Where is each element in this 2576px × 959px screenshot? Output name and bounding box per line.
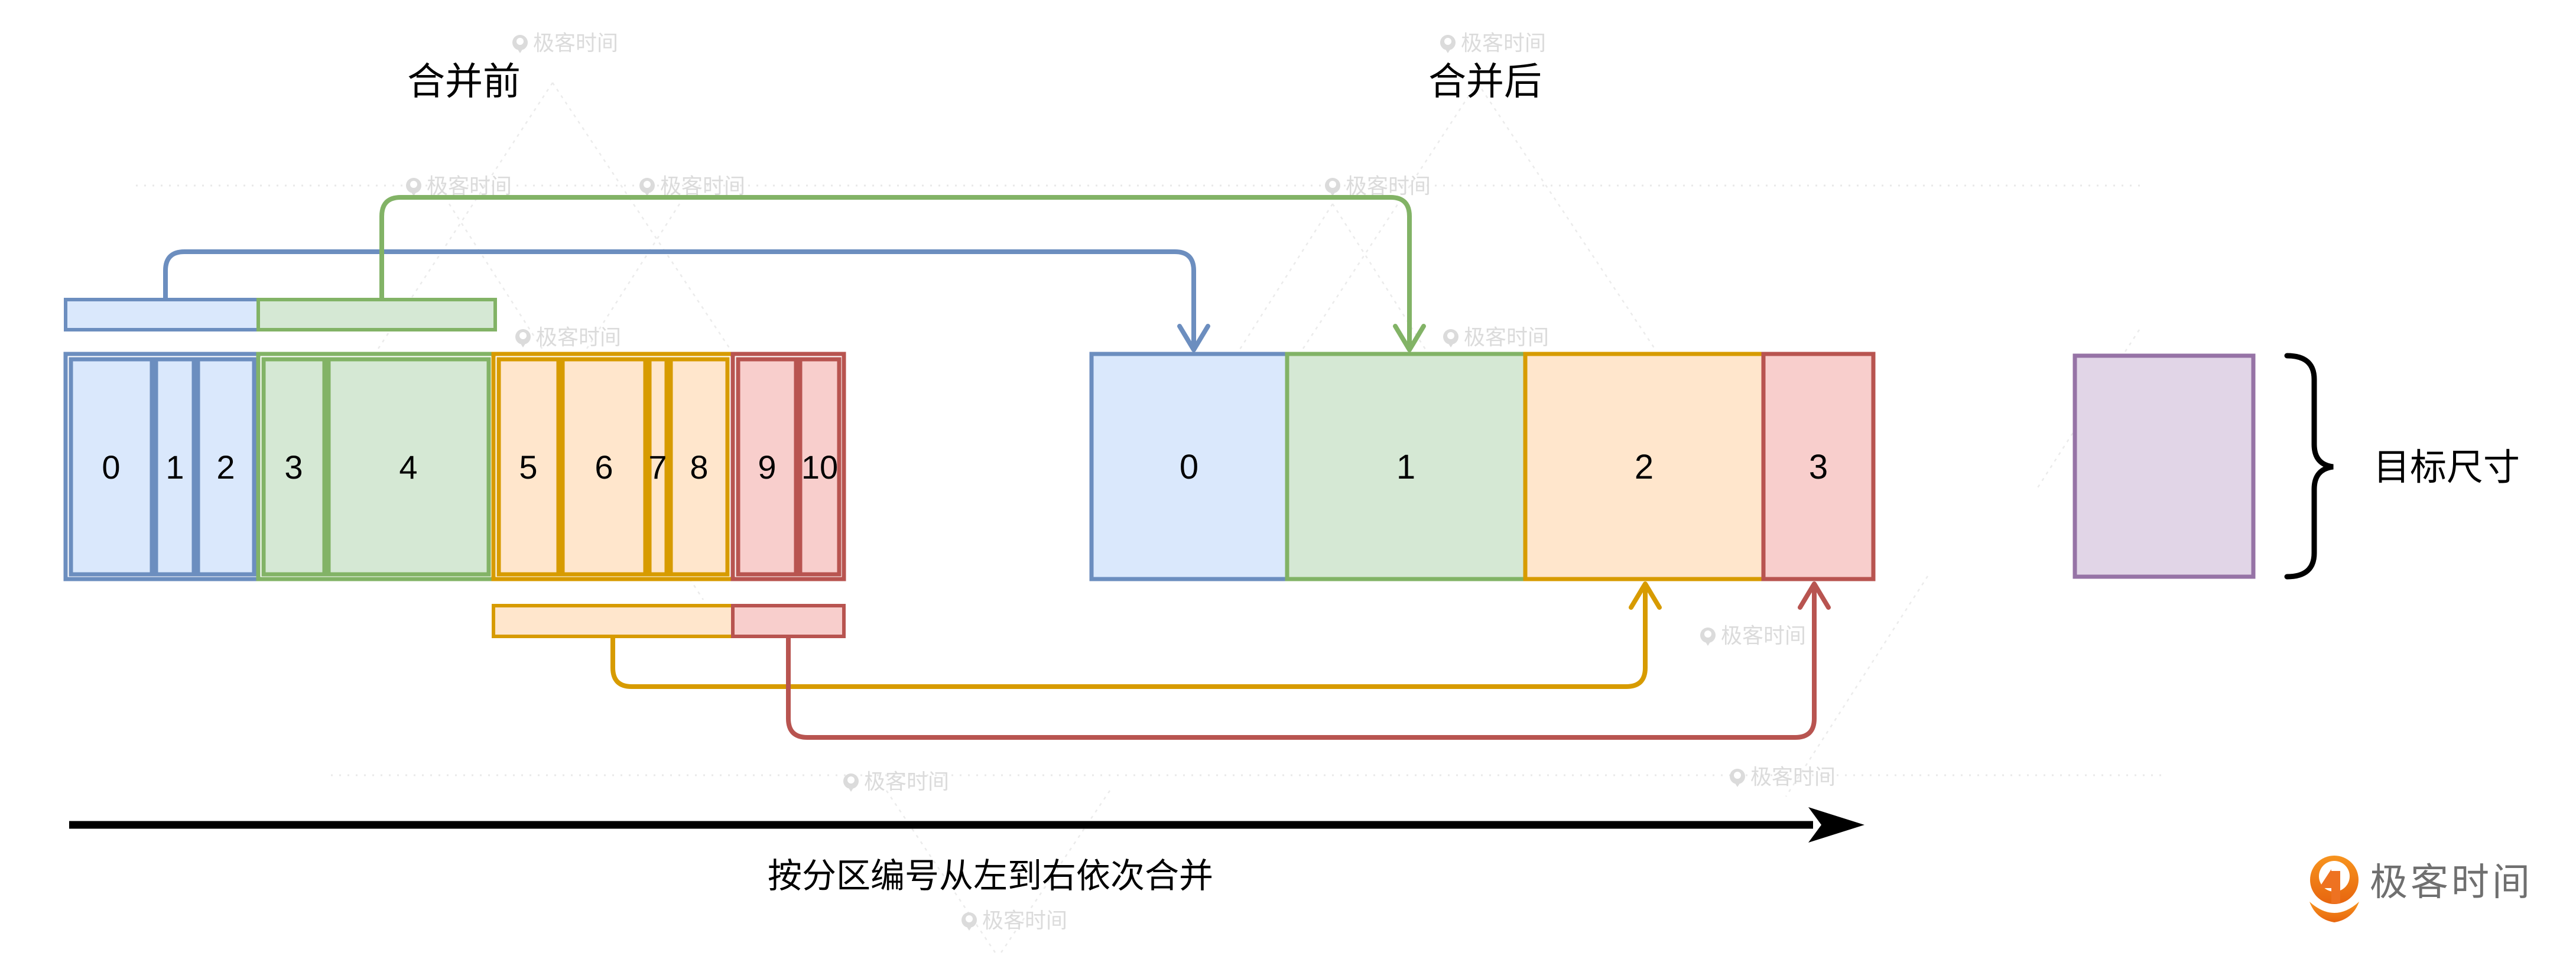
arrowhead-right-icon (1808, 807, 1864, 843)
target-size-label: 目标尺寸 (2373, 447, 2520, 488)
merged-block-label: 1 (1396, 448, 1415, 486)
partition-cell (326, 357, 491, 577)
partition-label: 0 (102, 448, 120, 486)
partition-label: 7 (648, 448, 667, 486)
merge-order-arrow (69, 807, 1864, 843)
partition-cell (261, 357, 327, 577)
before-merge-row: 0 1 2 3 4 5 6 7 8 9 10 (63, 352, 846, 581)
watermark-text: 极客时间 (427, 174, 512, 198)
partition-cell (69, 357, 154, 577)
partition-label: 10 (801, 448, 838, 486)
watermark-text: 极客时间 (1464, 325, 1549, 349)
partition-label: 5 (519, 448, 537, 486)
partition-group-red (730, 352, 846, 581)
watermark-stamp: 极客时间 (1700, 623, 1806, 648)
brand-pin-glyph (2319, 869, 2331, 888)
arrowhead-down-icon (1393, 324, 1426, 352)
watermark-stamp: 极客时间 (961, 908, 1067, 932)
partition-cell (560, 357, 648, 577)
arrow-orange-merge (610, 581, 1662, 689)
merged-block-green (1285, 352, 1528, 581)
bottom-span-bar-orange (492, 604, 735, 638)
arrowhead-up-icon (1629, 581, 1662, 610)
partition-label: 2 (216, 448, 235, 486)
partition-cell (668, 357, 730, 577)
merged-block-label: 2 (1635, 448, 1654, 486)
watermark-text: 极客时间 (536, 325, 621, 349)
merged-block-label: 3 (1809, 448, 1828, 486)
partition-cell (736, 357, 798, 577)
watermark-stamp: 极客时间 (1443, 325, 1549, 349)
after-merge-row: 0 1 2 3 (1089, 352, 1876, 581)
watermark-text: 极客时间 (1721, 623, 1806, 648)
partition-label: 4 (399, 448, 417, 486)
brand-pin-tail (2309, 902, 2359, 922)
arrow-red-merge (786, 581, 1831, 740)
merged-block-orange (1523, 352, 1766, 581)
partition-label: 3 (284, 448, 303, 486)
watermark-stamp: 极客时间 (639, 174, 745, 198)
brand-pin-stem (2331, 871, 2340, 903)
bottom-span-bar (492, 604, 846, 638)
merged-block-label: 0 (1180, 448, 1198, 486)
watermark-stamp: 极客时间 (512, 31, 618, 55)
target-size-block (2073, 353, 2256, 579)
title-after-merge: 合并后 (1428, 60, 1542, 103)
watermark-text: 极客时间 (1750, 765, 1836, 789)
watermark-text: 极客时间 (982, 908, 1067, 932)
brand-logo: 极客时间 (2309, 856, 2533, 922)
arrowhead-up-icon (1798, 581, 1831, 610)
watermark-text: 极客时间 (1346, 174, 1431, 198)
watermark-stamp: 极客时间 (515, 325, 621, 349)
arrow-green-merge (379, 195, 1426, 352)
partition-cell (496, 357, 561, 577)
watermark-text: 极客时间 (1461, 31, 1546, 55)
brand-name: 极客时间 (2370, 861, 2533, 903)
top-span-bar-blue (64, 298, 260, 331)
bottom-span-bar-red (731, 604, 846, 638)
partition-label: 6 (595, 448, 613, 486)
partition-cell (798, 357, 842, 577)
arrow-blue-merge (163, 249, 1210, 352)
watermark-text: 极客时间 (660, 174, 745, 198)
merge-order-caption: 按分区编号从左到右依次合并 (768, 857, 1213, 895)
partition-label: 9 (758, 448, 776, 486)
partition-cell (196, 357, 256, 577)
arrowhead-down-icon (1177, 324, 1210, 352)
target-size-group: 目标尺寸 (2073, 353, 2520, 580)
watermark-text: 极客时间 (864, 769, 949, 794)
partition-label: 1 (165, 448, 184, 486)
curly-brace-icon (2284, 353, 2334, 580)
watermark-layer: 极客时间 极客时间 极客时间 极客时间 极客时间 极客时间 极客时间 极客时间 (136, 31, 2163, 957)
watermark-text: 极客时间 (533, 31, 618, 55)
watermark-stamp: 极客时间 (1730, 765, 1836, 789)
merged-block-red (1761, 352, 1876, 581)
partition-cell (647, 357, 669, 577)
watermark-stamp: 极客时间 (843, 769, 949, 794)
top-span-bar (64, 298, 497, 331)
watermark-stamp: 极客时间 (1440, 31, 1546, 55)
partition-cell (154, 357, 196, 577)
watermark-stamp: 极客时间 (1325, 174, 1431, 198)
partition-label: 8 (690, 448, 708, 486)
top-span-bar-green (256, 298, 497, 331)
watermark-stamp: 极客时间 (406, 174, 512, 198)
title-before-merge: 合并前 (407, 60, 521, 103)
